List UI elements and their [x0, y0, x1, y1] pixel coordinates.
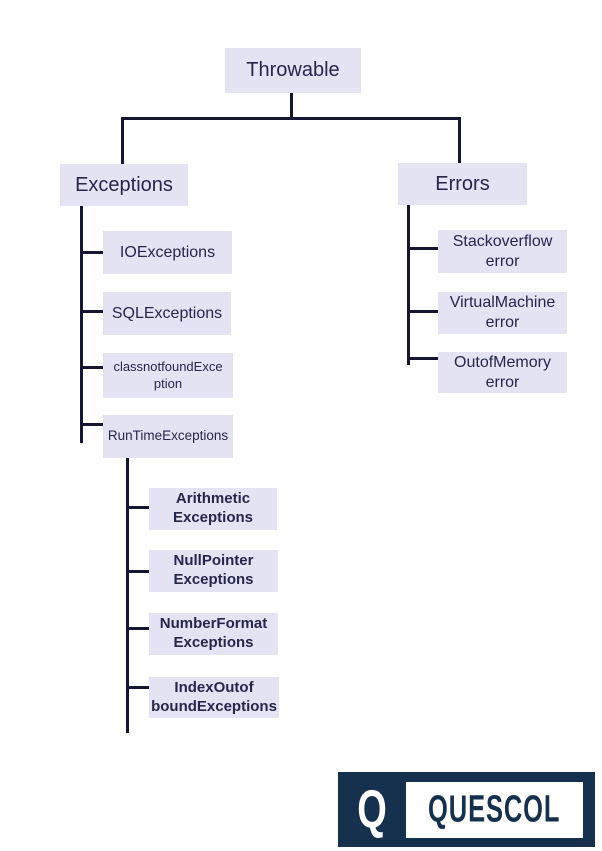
quescol-logo: Q QUESCOL: [338, 772, 595, 847]
connector-tick-sqlexceptions: [80, 310, 104, 313]
connector-tick-stackoverflow: [407, 247, 439, 250]
connector-tick-runtime: [80, 423, 104, 426]
connector-runtime-spine: [126, 458, 129, 733]
connector-drop-errors: [458, 117, 461, 164]
connector-errors-spine: [407, 205, 410, 365]
node-arithmetic-exceptions: Arithmetic Exceptions: [149, 488, 277, 530]
logo-q-letter: Q: [357, 779, 387, 840]
node-runtimeexceptions: RunTimeExceptions: [103, 415, 233, 458]
node-outofmemory-error: OutofMemory error: [438, 352, 567, 393]
node-virtualmachine-error: VirtualMachine error: [438, 292, 567, 334]
node-indexoutofbound-exceptions: IndexOutof boundExceptions: [149, 677, 279, 718]
node-classnotfoundexception: classnotfoundExce ption: [103, 353, 233, 398]
node-numberformat-exceptions: NumberFormat Exceptions: [149, 613, 278, 655]
node-errors: Errors: [398, 163, 527, 205]
connector-throwable-stem: [290, 93, 293, 120]
logo-wordmark: QUESCOL: [428, 788, 561, 831]
node-stackoverflow-error: Stackoverflow error: [438, 230, 567, 273]
node-throwable: Throwable: [225, 48, 361, 93]
connector-tick-arithmetic: [126, 506, 150, 509]
connector-exceptions-spine: [80, 206, 83, 443]
node-nullpointer-exceptions: NullPointer Exceptions: [149, 550, 278, 592]
connector-tick-ioexceptions: [80, 251, 104, 254]
node-exceptions: Exceptions: [60, 164, 188, 206]
connector-tick-virtualmachine: [407, 310, 439, 313]
connector-tick-classnotfound: [80, 366, 104, 369]
connector-tick-indexoutof: [126, 686, 150, 689]
connector-drop-exceptions: [121, 117, 124, 165]
node-sqlexceptions: SQLExceptions: [103, 292, 231, 335]
connector-tick-numberformat: [126, 627, 150, 630]
node-ioexceptions: IOExceptions: [103, 231, 232, 274]
logo-wordmark-box: QUESCOL: [406, 782, 583, 838]
connector-tick-outofmemory: [407, 357, 439, 360]
connector-main-horizontal: [121, 117, 461, 120]
connector-tick-nullpointer: [126, 570, 150, 573]
